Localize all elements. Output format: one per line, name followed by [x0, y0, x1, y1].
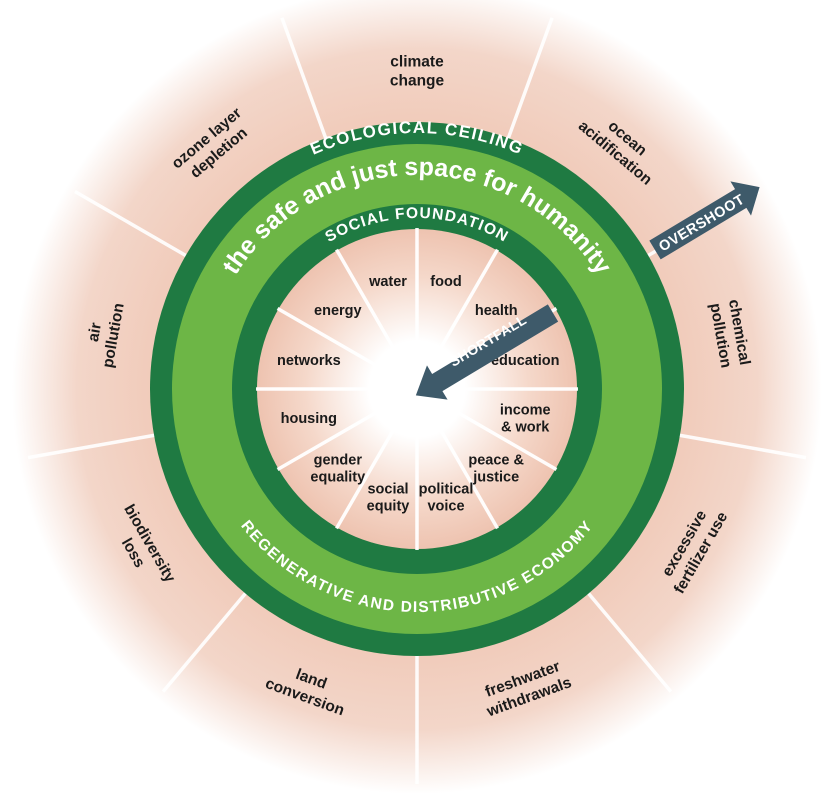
social-foundation-label: & work — [501, 420, 550, 436]
social-foundation-item: education — [491, 353, 559, 369]
social-foundation-label: income — [500, 403, 551, 419]
social-foundation-label: social — [367, 482, 408, 498]
outer-divider-line — [505, 17, 554, 141]
social-foundation-label: justice — [472, 470, 519, 486]
social-foundation-label: networks — [277, 353, 341, 369]
social-foundation-item: peace &justice — [468, 453, 524, 486]
social-foundation-label: water — [368, 274, 407, 290]
shortfall-arrow-shape — [415, 304, 559, 400]
outer-divider-line — [585, 590, 673, 693]
social-foundation-item: energy — [314, 303, 362, 319]
ecological-ceiling-label: change — [390, 73, 445, 90]
outer-divider-line — [161, 590, 249, 693]
social-foundation-item: food — [430, 274, 461, 290]
social-foundation-label: gender — [314, 453, 363, 469]
ecological-ceiling-label: air — [85, 321, 105, 343]
social-foundation-label: political — [419, 482, 474, 498]
overshoot-arrow-shape — [649, 181, 760, 260]
social-foundation-label: peace & — [468, 453, 524, 469]
social-foundation-label: energy — [314, 303, 362, 319]
inner-divider-line — [334, 248, 399, 356]
social-foundation-item: housing — [281, 411, 337, 427]
outer-divider-line — [280, 17, 329, 141]
social-foundation-label: voice — [427, 499, 464, 515]
inner-divider-line — [276, 407, 384, 472]
social-foundation-label: equity — [367, 499, 410, 515]
ecological-ceiling-label: climate — [390, 54, 444, 71]
social-foundation-label: housing — [281, 411, 337, 427]
outer-divider-line — [27, 433, 157, 460]
inner-divider-line — [334, 422, 399, 530]
inner-divider-line — [276, 306, 384, 371]
social-foundation-label: health — [475, 303, 518, 319]
social-foundation-item: health — [475, 303, 518, 319]
inner-divider-line — [435, 248, 500, 356]
social-foundation-item: water — [368, 274, 407, 290]
social-foundation-label: equality — [310, 470, 365, 486]
inner-divider-line — [450, 407, 558, 472]
ecological-ceiling-item: climate change — [390, 54, 445, 90]
social-foundation-item: income& work — [500, 403, 551, 436]
social-foundation-label: education — [491, 353, 559, 369]
outer-divider-line — [677, 433, 807, 460]
social-foundation-label: food — [430, 274, 461, 290]
inner-band — [257, 229, 577, 549]
social-foundation-labels: food health education income& work peace &ju… — [277, 274, 559, 515]
inner-divider-line — [435, 422, 500, 530]
outer-divider-line — [74, 189, 189, 259]
social-foundation-item: networks — [277, 353, 341, 369]
